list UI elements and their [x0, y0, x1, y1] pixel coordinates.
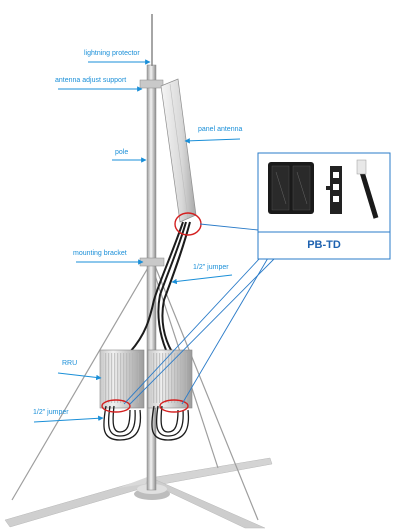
label-jumper-top: 1/2" jumper — [193, 264, 229, 271]
label-mounting-bracket: mounting bracket — [73, 250, 127, 257]
mounting-bracket — [139, 257, 165, 267]
inset-pointer-lines — [123, 223, 276, 405]
inset-title: PB-TD — [307, 239, 341, 251]
label-arrows — [33, 59, 241, 423]
jumper-cables — [129, 221, 191, 353]
label-jumper-bottom: 1/2" jumper — [33, 409, 69, 416]
highlight-rru-left — [101, 399, 131, 413]
antenna-adjust-support — [139, 79, 164, 89]
label-rru: RRU — [62, 360, 78, 367]
panel-antenna — [160, 78, 197, 223]
label-pole: pole — [115, 149, 129, 156]
connector-kit-icon — [268, 162, 314, 214]
bottom-jumper-loops — [103, 405, 190, 441]
ground-base — [4, 457, 273, 529]
inset-box — [257, 152, 391, 260]
label-antenna-adjust-support: antenna adjust support — [55, 77, 127, 84]
highlight-rru-right — [159, 399, 189, 413]
label-panel-antenna: panel antenna — [198, 126, 243, 133]
rru-left — [99, 349, 145, 409]
cable-piece-icon — [356, 159, 379, 219]
clip-strip-icon — [326, 166, 342, 214]
label-lightning-protector: lightning protector — [84, 50, 140, 57]
